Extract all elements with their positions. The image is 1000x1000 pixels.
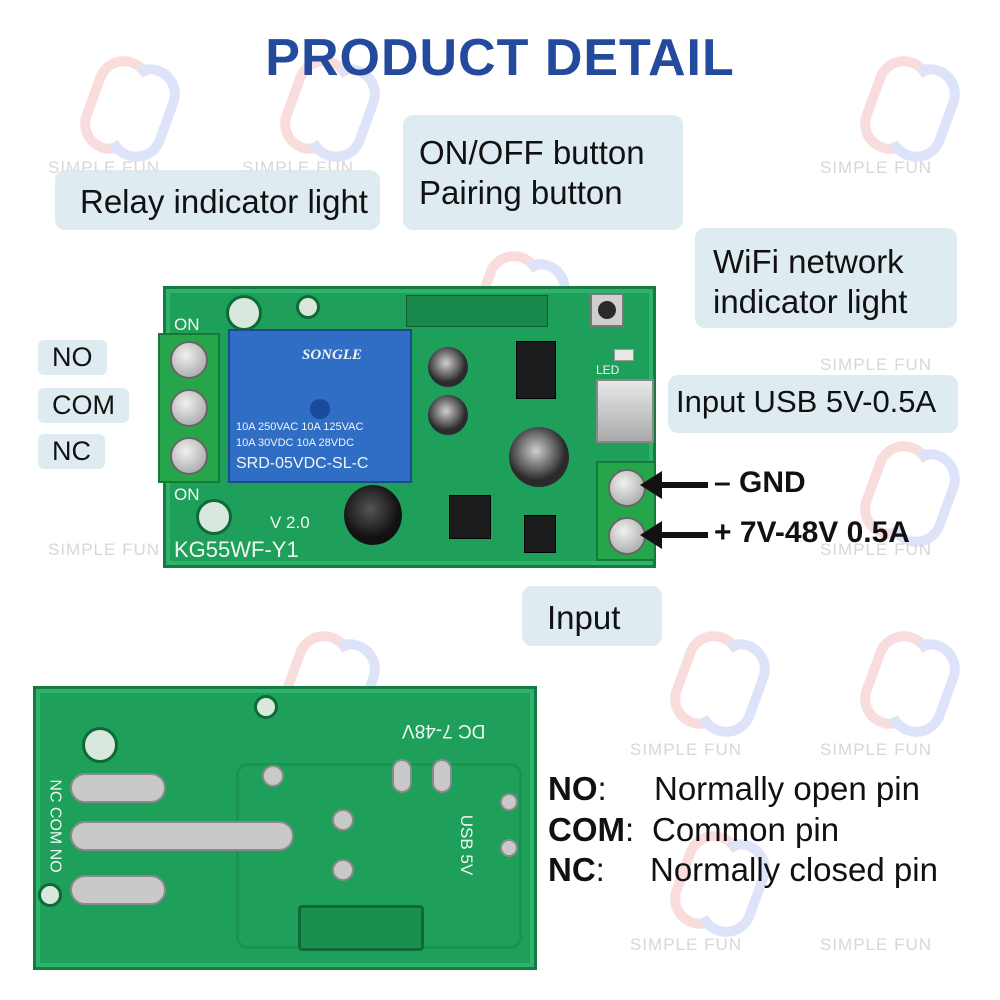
silk-model: KG55WF-Y1 <box>174 537 299 562</box>
callout-usb-input: Input USB 5V-0.5A <box>668 375 958 433</box>
mounting-hole <box>196 499 232 535</box>
ic-chip <box>524 515 556 553</box>
capacitor <box>509 427 569 487</box>
solder-pad <box>332 859 354 881</box>
terminal-screw <box>170 341 208 379</box>
pin-label-nc: NC <box>38 434 105 469</box>
pin-desc-text: Normally closed pin <box>650 851 938 888</box>
terminal-screw <box>170 437 208 475</box>
solder-pad <box>262 765 284 787</box>
wifi-module <box>406 295 548 327</box>
mounting-hole <box>254 695 278 719</box>
inductor <box>344 485 402 545</box>
mounting-hole <box>38 883 62 907</box>
callout-text: Pairing button <box>419 173 623 211</box>
solder-pad <box>500 839 518 857</box>
callout-text: indicator light <box>713 282 908 320</box>
usb-port[interactable] <box>596 379 654 443</box>
callout-text: Input <box>547 599 621 636</box>
callout-text: ON/OFF button <box>419 134 645 171</box>
gnd-arrow <box>640 471 708 499</box>
pin-desc-key: COM <box>548 811 625 848</box>
callout-text: WiFi network <box>713 243 904 280</box>
silk-on-top: ON <box>174 315 200 334</box>
silk-version: V 2.0 <box>270 513 310 532</box>
ic-chip <box>516 341 556 399</box>
capacitor <box>428 395 468 435</box>
pin-desc-key: NC <box>548 851 596 888</box>
gnd-label: – GND <box>714 466 806 499</box>
silk-pin-labels: NC COM NO <box>46 779 64 873</box>
silk-on-bottom: ON <box>174 485 200 504</box>
mounting-hole <box>82 727 118 763</box>
solder-pad <box>392 759 412 793</box>
watermark-text: SIMPLE FUN <box>820 935 933 954</box>
relay-brand: SONGLE <box>302 347 363 363</box>
watermark-text: SIMPLE FUN <box>820 355 933 374</box>
pin-desc-text: Normally open pin <box>654 770 920 807</box>
pin-desc-no: NO: Normally open pin <box>548 770 920 808</box>
callout-relay-indicator: Relay indicator light <box>55 170 380 230</box>
callout-text: Relay indicator light <box>80 183 368 220</box>
pcb-bottom-view: DC 7-48V USB 5V NC COM NO <box>33 686 537 970</box>
relay-button-dot <box>310 399 330 419</box>
wifi-led <box>614 349 634 361</box>
relay-pad-no <box>70 773 166 803</box>
pin-label-no: NO <box>38 340 107 375</box>
relay-module: SONGLE 10A 250VAC 10A 125VAC 10A 30VDC 1… <box>228 329 412 483</box>
relay-terminal-block <box>158 333 220 483</box>
watermark-text: SIMPLE FUN <box>48 540 161 559</box>
solder-pad <box>432 759 452 793</box>
relay-pad-com <box>70 821 294 851</box>
pin-desc-sep: : <box>595 851 605 888</box>
pin-desc-nc: NC: Normally closed pin <box>548 851 938 889</box>
power-terminal-block <box>596 461 656 561</box>
pin-desc-sep: : <box>597 770 607 807</box>
pcb-top-view: ON ON V 2.0 KG55WF-Y1 LED SONGLE 10A 250… <box>158 286 656 568</box>
vin-arrow <box>640 521 708 549</box>
relay-spec-1: 10A 250VAC 10A 125VAC <box>236 421 364 433</box>
terminal-screw <box>608 517 646 555</box>
wifi-module-pins <box>298 905 424 951</box>
pin-desc-key: NO <box>548 770 598 807</box>
pin-label-com: COM <box>38 388 129 423</box>
relay-pad-nc <box>70 875 166 905</box>
callout-wifi-indicator: WiFi network indicator light <box>695 228 957 328</box>
mounting-hole <box>296 295 320 319</box>
onoff-pairing-button[interactable] <box>590 293 624 327</box>
button-cap[interactable] <box>598 301 616 319</box>
watermark-text: SIMPLE FUN <box>820 158 933 177</box>
watermark-text: SIMPLE FUN <box>820 540 933 559</box>
watermark-text: SIMPLE FUN <box>630 740 743 759</box>
pin-desc-text: Common pin <box>652 811 840 848</box>
watermark-logo <box>655 620 765 730</box>
relay-model: SRD-05VDC-SL-C <box>236 455 369 472</box>
relay-spec-2: 10A 30VDC 10A 28VDC <box>236 437 355 449</box>
pin-desc-sep: : <box>625 811 635 848</box>
pin-desc-com: COM: Common pin <box>548 811 839 849</box>
terminal-screw <box>170 389 208 427</box>
solder-pad <box>332 809 354 831</box>
mounting-hole <box>226 295 262 331</box>
solder-pad <box>500 793 518 811</box>
watermark-text: SIMPLE FUN <box>630 935 743 954</box>
watermark-logo <box>845 620 955 730</box>
capacitor <box>428 347 468 387</box>
watermark-text: SIMPLE FUN <box>820 740 933 759</box>
silk-dc-label: DC 7-48V <box>402 720 486 741</box>
vin-label: + 7V-48V 0.5A <box>714 516 910 549</box>
ic-chip <box>449 495 491 539</box>
callout-onoff-button: ON/OFF button Pairing button <box>403 115 683 230</box>
callout-text: Input USB 5V-0.5A <box>676 384 937 419</box>
callout-input: Input <box>522 586 662 646</box>
page-title: PRODUCT DETAIL <box>265 29 735 87</box>
silk-led: LED <box>596 363 620 377</box>
